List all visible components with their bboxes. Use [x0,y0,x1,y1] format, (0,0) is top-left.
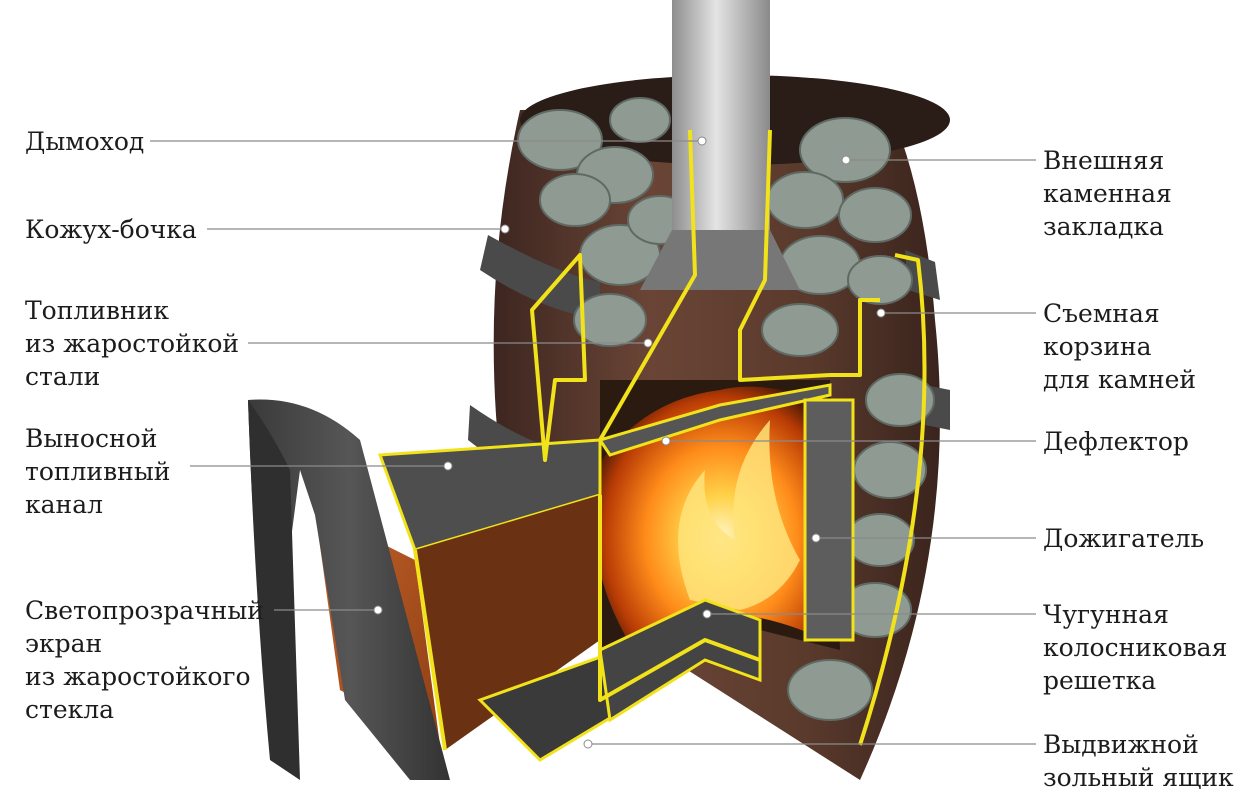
label-firebox: Топливник из жаростойкой стали [25,294,239,393]
afterburner-shape [805,400,853,640]
label-chimney: Дымоход [25,125,144,158]
chimney-pipe-shape [672,0,770,240]
label-afterburner: Дожигатель [1043,522,1204,555]
label-stone-basket: Съемная корзина для камней [1043,297,1196,396]
label-deflector: Дефлектор [1043,425,1189,458]
label-fuel-channel: Выносной топливный канал [25,422,170,521]
label-barrel-casing: Кожух-бочка [25,213,197,246]
label-outer-stones: Внешняя каменная закладка [1043,144,1172,243]
label-grate: Чугунная колосниковая решетка [1043,598,1227,697]
label-glass-screen: Светопрозрачный экран из жаростойкого ст… [25,594,264,726]
label-ash-drawer: Выдвижной зольный ящик [1043,728,1234,789]
